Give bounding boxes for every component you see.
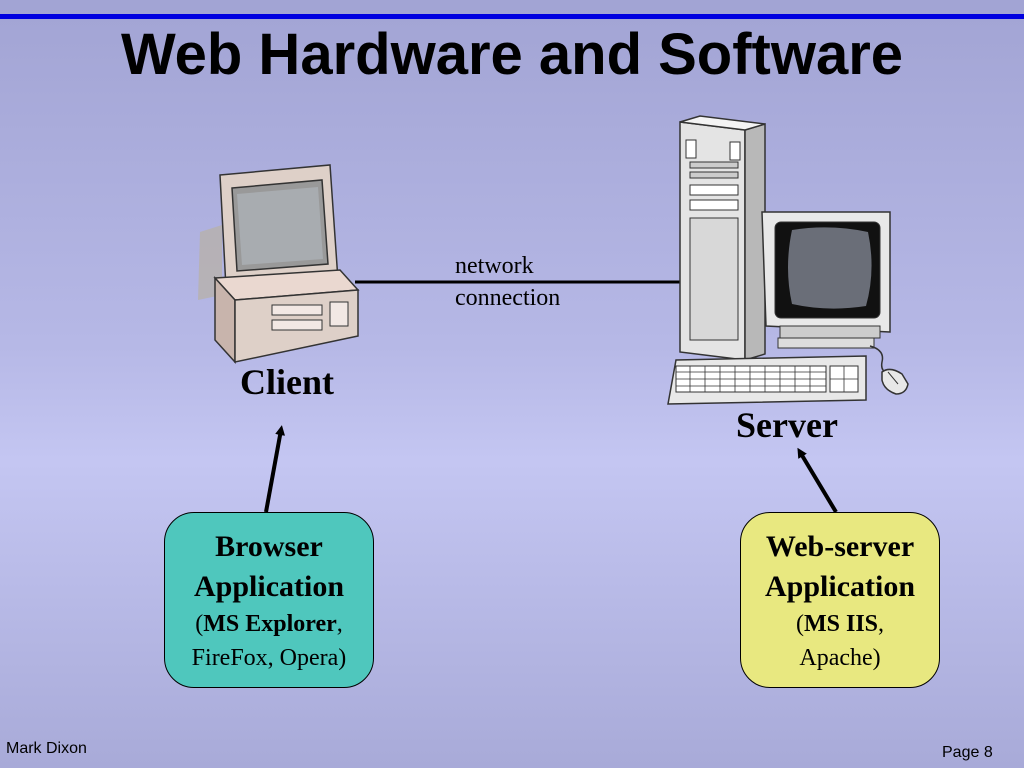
network-label-line2: connection [455, 285, 561, 311]
web-server-application-box: Web-server Application (MS IIS, Apache) [740, 512, 940, 688]
server-box-line1: Web-server [765, 530, 915, 563]
client-box-line1: Browser [215, 530, 323, 563]
mouse-icon [881, 368, 909, 395]
client-arrow [264, 425, 286, 513]
server-label: Server [736, 405, 838, 445]
client-label: Client [240, 362, 334, 402]
browser-application-box: Browser Application (MS Explorer, FireFo… [164, 512, 374, 688]
client-box-line3: (MS Explorer, [195, 611, 343, 637]
client-box-line4: FireFox, Opera) [191, 645, 347, 671]
footer-page-number: Page 8 [942, 744, 993, 761]
server-box-line2: Application [764, 570, 916, 603]
slide-title: Web Hardware and Software [120, 22, 904, 87]
server-arrow [797, 447, 838, 514]
accent-bar [0, 14, 1024, 19]
server-monitor-icon [761, 211, 891, 375]
client-computer-icon [198, 164, 360, 364]
server-box-line4: Apache) [799, 645, 881, 671]
keyboard-icon [667, 355, 867, 405]
server-box-line3: (MS IIS, [795, 611, 885, 637]
network-connection-label: network connection [455, 250, 560, 314]
client-box-line2: Application [193, 570, 345, 603]
footer-author: Mark Dixon [6, 740, 87, 757]
network-label-line1: network [455, 253, 534, 279]
server-tower-icon [679, 115, 766, 362]
